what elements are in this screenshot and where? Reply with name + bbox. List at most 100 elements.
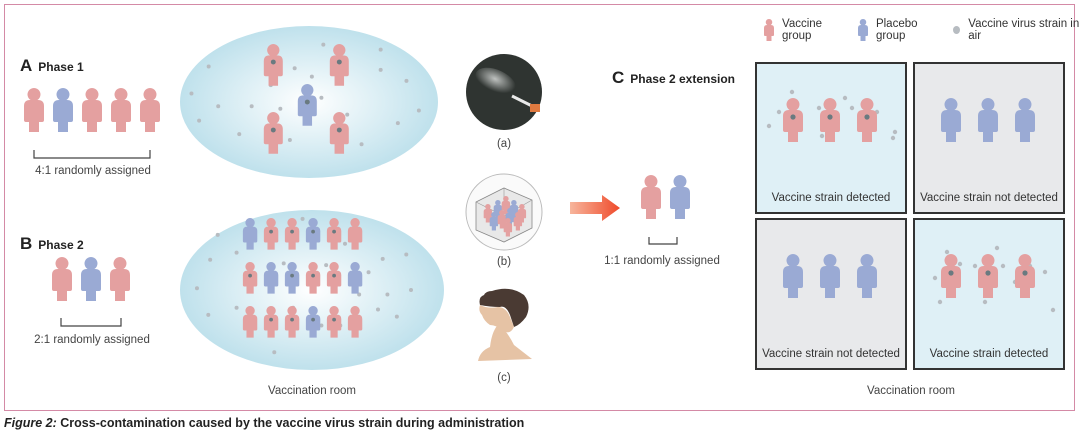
detected-strain-dot	[248, 273, 252, 278]
placebo-person-icon	[857, 254, 877, 298]
outcome-label: Vaccine strain detected	[929, 348, 1049, 360]
detected-strain-dot	[290, 229, 294, 234]
air-strain-dot	[932, 275, 938, 281]
placebo-person-icon	[820, 254, 840, 298]
vaccine-person-icon	[857, 98, 877, 142]
vaccine-person-icon	[820, 98, 840, 142]
vaccine-person-icon	[326, 262, 342, 294]
air-strain-dot	[237, 132, 242, 137]
air-strain-dot	[272, 350, 277, 355]
legend-air-label: Vaccine virus strain in air	[968, 18, 1080, 42]
air-strain-dot	[385, 292, 390, 297]
air-strain-dot	[309, 74, 314, 79]
phase1-vaccination-room	[180, 26, 438, 178]
air-strain-dot	[842, 95, 848, 101]
detected-strain-dot	[336, 127, 342, 133]
air-strain-dot	[378, 67, 383, 72]
air-strain-dot	[194, 286, 199, 291]
detected-strain-dot	[790, 114, 796, 120]
detected-strain-dot	[332, 273, 336, 278]
air-strain-dot	[944, 249, 950, 255]
phase2-vaccination-room	[180, 210, 444, 370]
placebo-person-icon	[305, 306, 321, 338]
vaccine-person-icon	[329, 44, 349, 86]
placebo-person-icon	[941, 98, 961, 142]
vaccine-person-icon	[242, 306, 258, 338]
air-strain-dot	[324, 263, 329, 268]
air-strain-dot	[376, 307, 380, 312]
figure-caption: Figure 2: Cross-contamination caused by …	[4, 416, 524, 430]
air-strain-dot	[380, 256, 385, 261]
vaccine-person-icon	[284, 218, 300, 250]
detected-strain-dot	[1022, 270, 1028, 276]
air-strain-dot	[957, 261, 963, 267]
caption-text: Cross-contamination caused by the vaccin…	[56, 416, 525, 430]
air-strain-dot	[816, 105, 822, 111]
placebo-person-icon	[284, 262, 300, 294]
panel-b-title: Phase 2	[38, 238, 84, 252]
detected-strain-dot	[827, 114, 833, 120]
detected-strain-dot	[311, 229, 315, 234]
air-strain-dot	[789, 89, 795, 95]
panel-c-bracket	[648, 237, 678, 245]
vaccine-person-icon	[326, 306, 342, 338]
air-strain-dot	[319, 95, 324, 100]
placebo-person-icon	[242, 218, 258, 250]
air-strain-dot	[208, 257, 213, 262]
placebo-person-icon	[81, 257, 101, 301]
air-strain-dot	[197, 118, 202, 123]
outcome-box-not-detected: Vaccine strain not detected	[913, 62, 1065, 214]
air-strain-dot	[234, 250, 239, 255]
detected-strain-dot	[336, 59, 342, 65]
detected-strain-dot	[948, 270, 954, 276]
outcome-label: Vaccine strain detected	[771, 192, 891, 204]
panel-a-title: Phase 1	[38, 60, 84, 74]
inset-a-label: (a)	[496, 138, 512, 150]
placebo-person-icon	[297, 84, 317, 126]
spray-photo-inset	[466, 54, 542, 130]
outcome-box-detected: Vaccine strain detected	[755, 62, 907, 214]
panel-c-room-label: Vaccination room	[867, 385, 955, 397]
panel-c-figures	[641, 175, 690, 219]
air-strain-dot	[234, 305, 239, 310]
air-strain-dot	[776, 109, 782, 115]
vaccine-person-icon	[305, 262, 321, 294]
air-strain-dot	[292, 66, 297, 71]
air-strain-dot	[416, 108, 421, 113]
air-strain-dot	[249, 104, 254, 109]
outcome-label: Vaccine strain not detected	[920, 192, 1058, 204]
placebo-person-icon	[489, 212, 499, 231]
panel-b-assignment: 2:1 randomly assigned	[34, 334, 150, 346]
vaccine-person-icon	[941, 254, 961, 298]
placebo-person-icon	[857, 19, 868, 41]
detected-strain-dot	[311, 317, 315, 322]
air-strain-dot	[321, 42, 326, 47]
vaccine-person-icon	[140, 88, 160, 132]
vaccine-person-icon	[483, 204, 493, 223]
detected-strain-dot	[332, 229, 336, 234]
air-strain-dot	[766, 123, 772, 129]
detected-strain-dot	[304, 99, 310, 105]
vaccine-person-icon	[783, 98, 803, 142]
vaccine-person-icon	[764, 19, 774, 41]
placebo-person-icon	[978, 98, 998, 142]
detected-strain-dot	[270, 127, 276, 133]
panel-a-figures	[24, 88, 160, 132]
air-strain-dot	[1042, 269, 1048, 275]
air-strain-dot	[215, 232, 220, 237]
outcome-label: Vaccine strain not detected	[762, 348, 900, 360]
vaccine-person-icon	[329, 112, 349, 154]
vaccine-person-icon	[1015, 254, 1035, 298]
vaccine-person-icon	[326, 218, 342, 250]
legend-vaccine-label: Vaccine group	[782, 18, 823, 42]
air-strain-dot	[404, 252, 409, 257]
room-label: Vaccination room	[268, 385, 356, 397]
legend: Vaccine group Placebo group Vaccine viru…	[762, 18, 1080, 42]
inset-b-label: (b)	[496, 256, 512, 268]
air-strain-dot	[404, 78, 409, 83]
panel-c-title: Phase 2 extension	[630, 72, 735, 86]
air-strain-dot	[378, 47, 383, 52]
